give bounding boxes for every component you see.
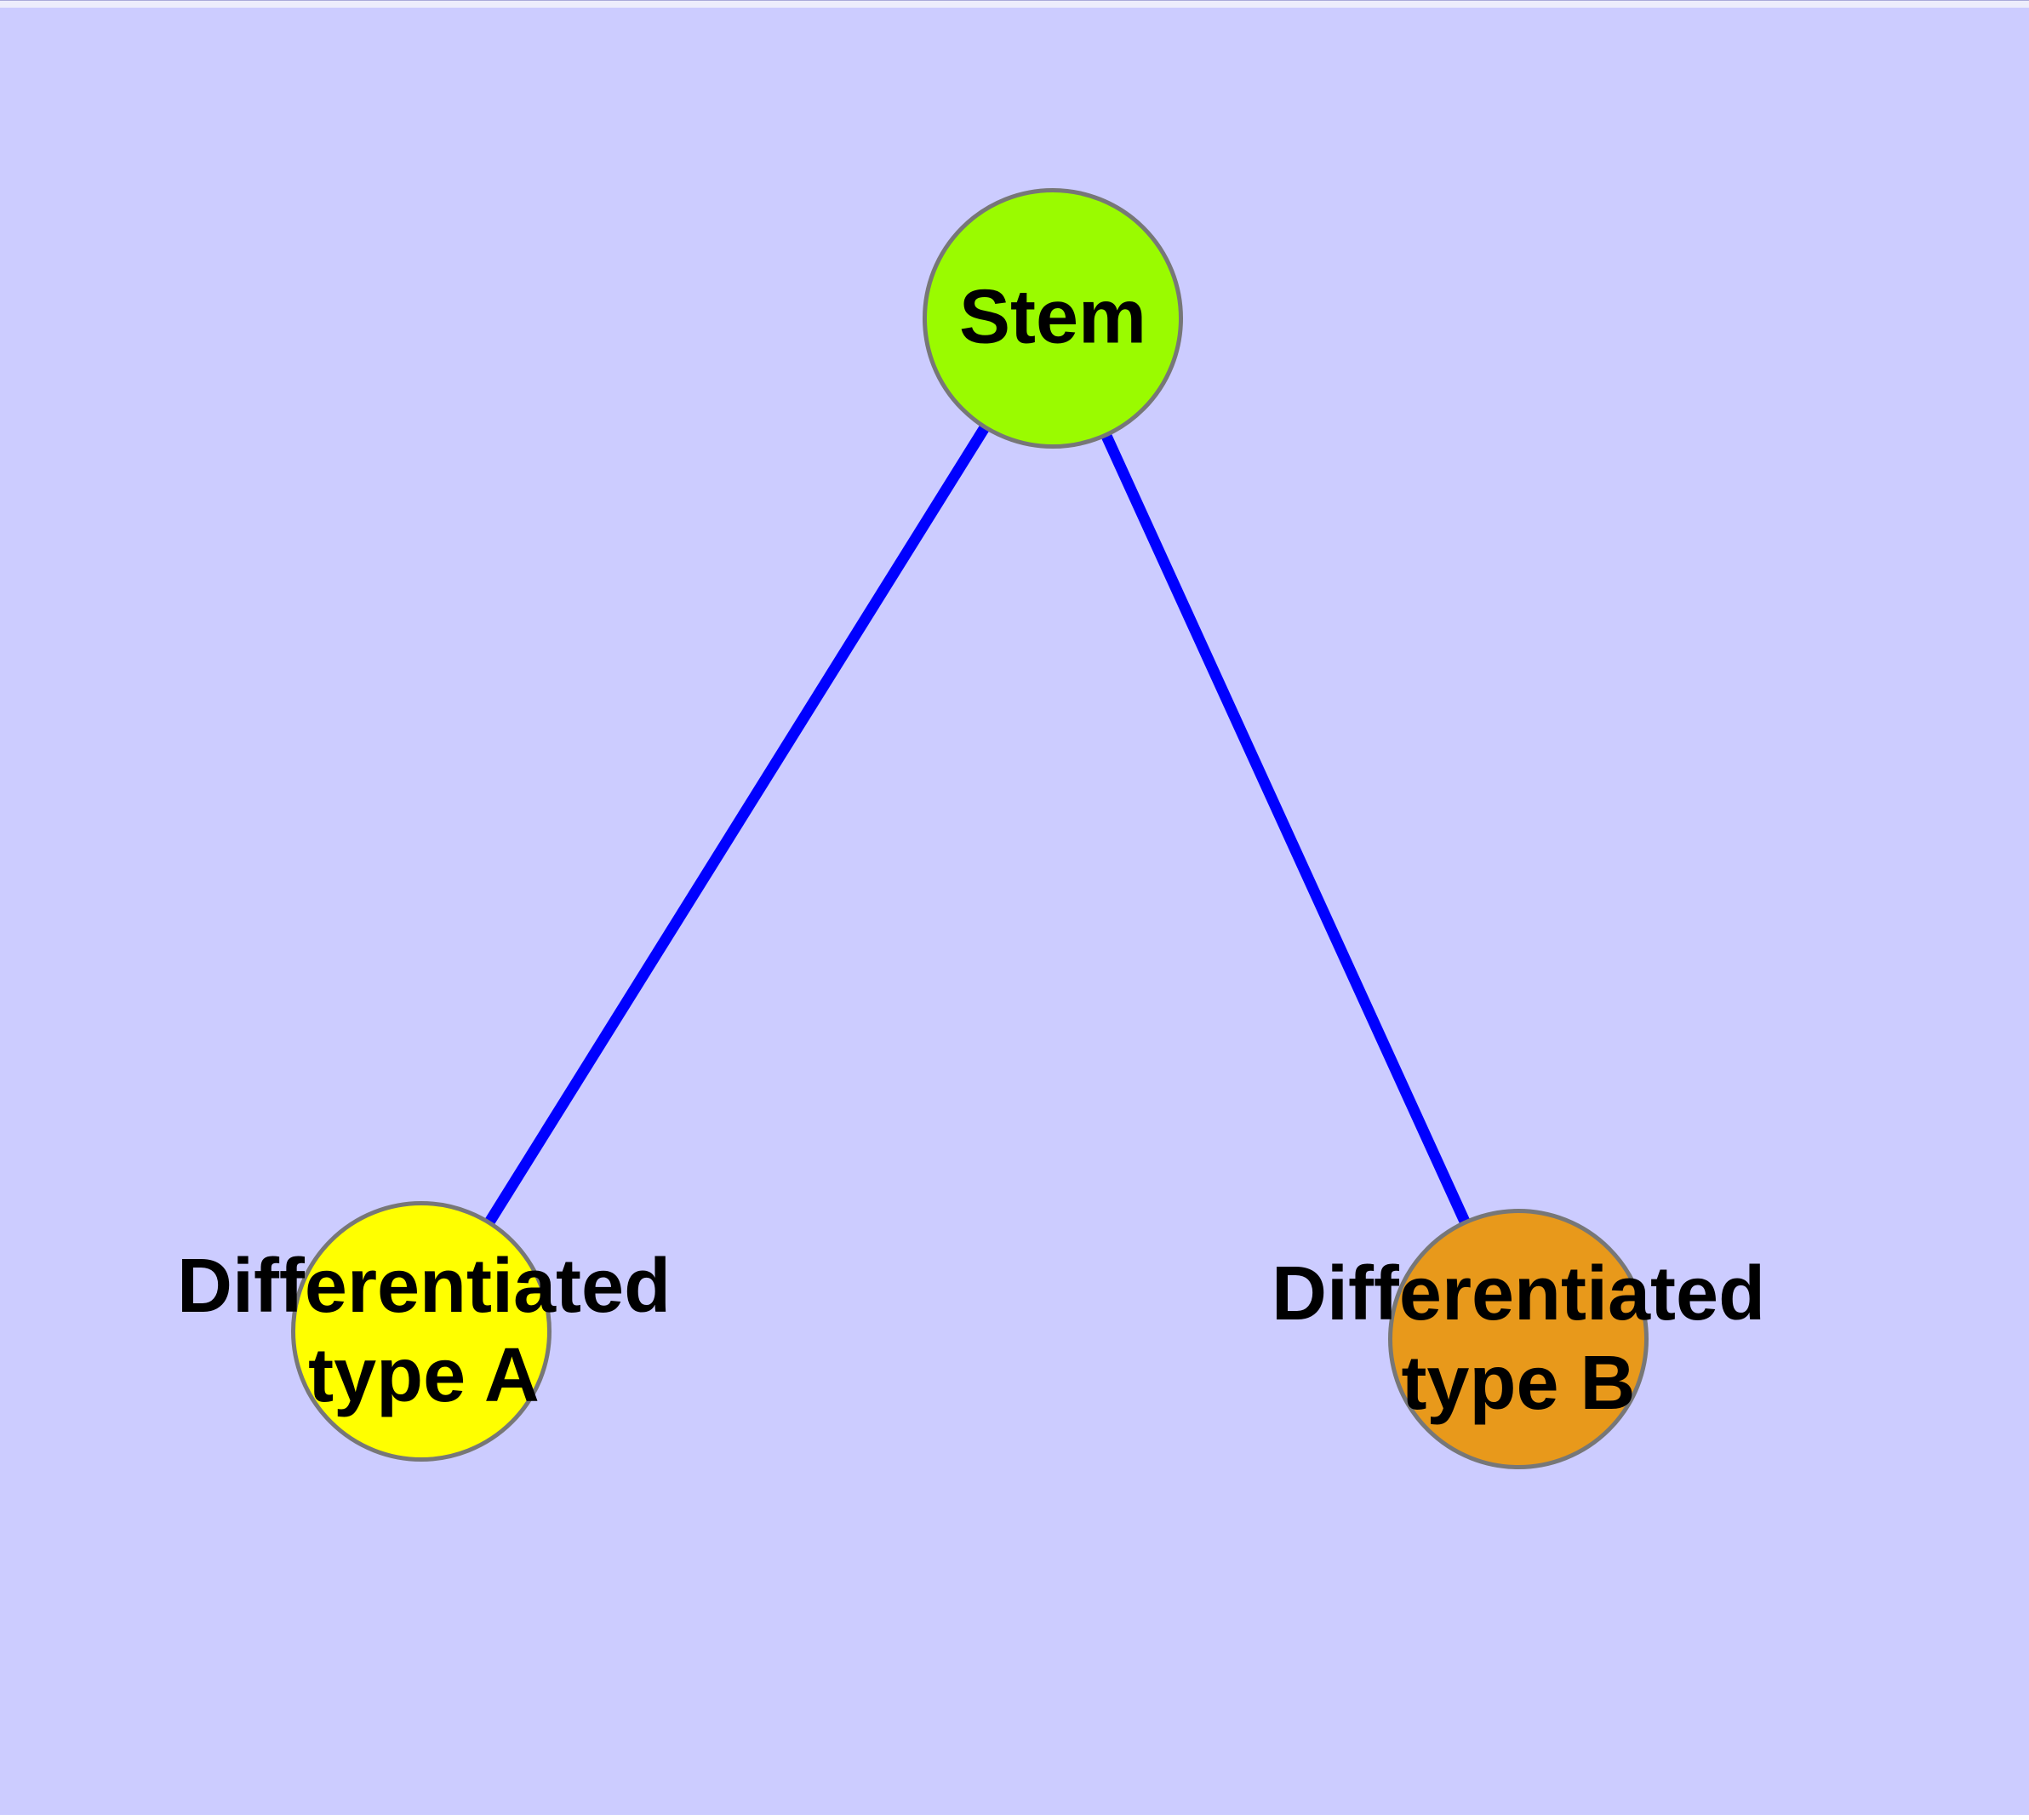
edge-stem-to-type-b [1048,316,1523,1342]
node-differentiated-type-b [1388,1209,1649,1469]
node-stem [923,188,1183,449]
node-differentiated-type-b-label: Differentiated type B [1271,1251,1766,1426]
node-stem-label: Stem [958,274,1147,360]
window-top-edge [0,0,2029,8]
edge-stem-to-type-a [416,315,1058,1335]
node-differentiated-type-a-label: Differentiated type A [176,1244,672,1418]
window-bottom-edge [0,1815,2029,1820]
node-differentiated-type-a [291,1201,552,1462]
